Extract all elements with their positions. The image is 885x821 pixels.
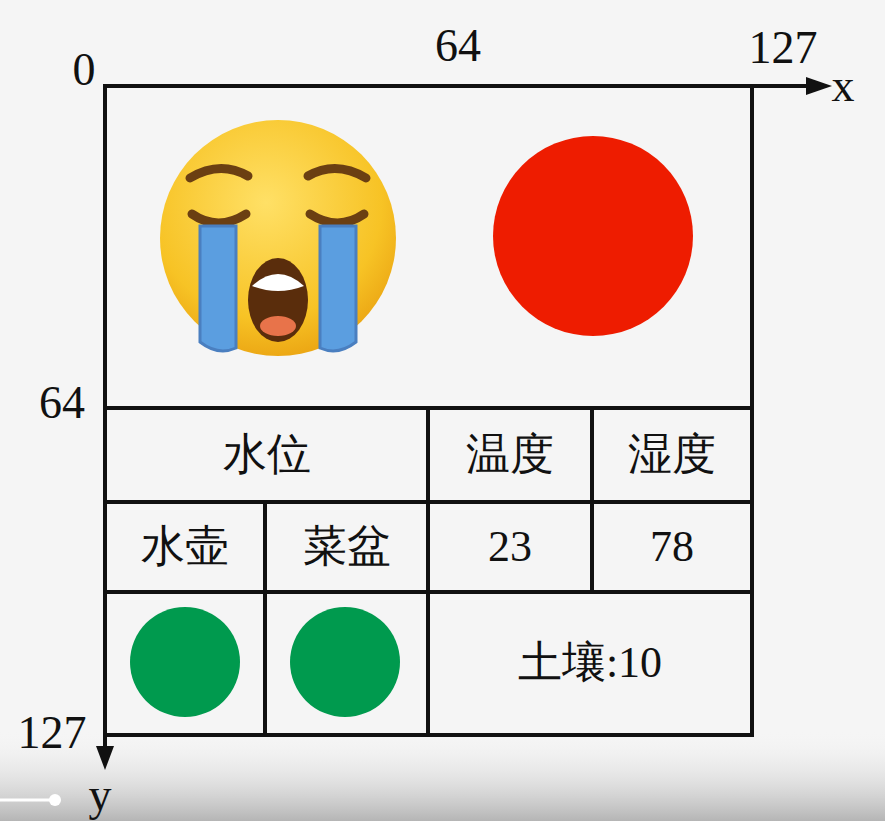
table-cell: 水壶	[107, 504, 263, 590]
level-dot	[130, 607, 240, 717]
axis-label: 64	[435, 23, 481, 69]
axis-label: 127	[18, 710, 87, 756]
table-cell: 23	[430, 504, 590, 590]
level-dot	[290, 607, 400, 717]
cell-text: 78	[650, 523, 694, 571]
axis-label: y	[89, 772, 112, 818]
table-cell: 水位	[107, 410, 426, 500]
axis-label: 127	[749, 25, 818, 71]
cell-text: 土壤:10	[518, 639, 662, 687]
axis-label: x	[832, 63, 855, 109]
cell-text: 23	[488, 523, 532, 571]
table-cell: 菜盆	[267, 504, 426, 590]
axis-label: 64	[39, 380, 85, 426]
table-cell: 温度	[430, 410, 590, 500]
crying-emoji	[160, 120, 396, 356]
status-dot	[493, 136, 693, 336]
cell-text: 水壶	[141, 523, 229, 571]
cell-text: 水位	[223, 431, 311, 479]
axis-label: 0	[73, 47, 96, 93]
table-cell: 湿度	[594, 410, 750, 500]
cell-text: 温度	[466, 431, 554, 479]
table-cell: 土壤:10	[430, 594, 750, 733]
table-cell: 78	[594, 504, 750, 590]
cell-text: 湿度	[628, 431, 716, 479]
cell-text: 菜盆	[303, 523, 391, 571]
